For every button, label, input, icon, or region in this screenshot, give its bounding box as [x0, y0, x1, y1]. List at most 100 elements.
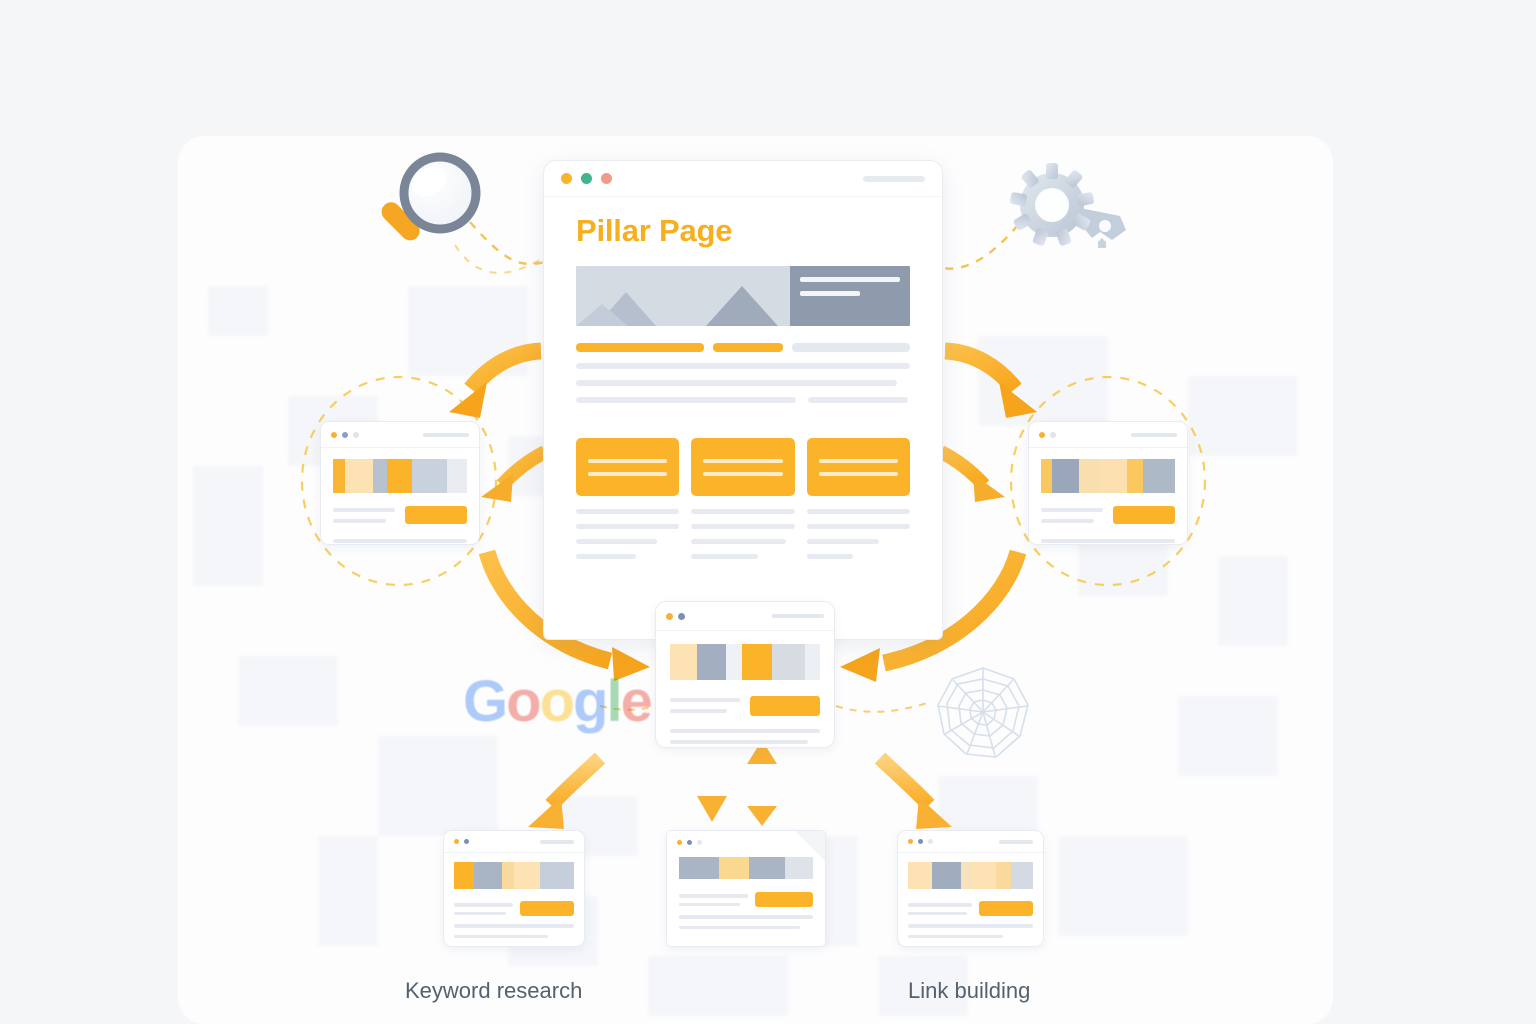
- thumb-block: [960, 862, 971, 889]
- card-headline-lines: [454, 901, 513, 915]
- keyword-highlight-row: [576, 343, 910, 352]
- card-line: [908, 903, 972, 907]
- window-dot-yellow[interactable]: [561, 173, 572, 184]
- card-cta-button[interactable]: [755, 892, 813, 907]
- thumb-block: [742, 644, 772, 680]
- cluster-page-right[interactable]: [1028, 421, 1188, 545]
- thumb-block: [454, 862, 475, 889]
- thumb-block: [725, 644, 742, 680]
- card-url-pill: [1131, 432, 1177, 437]
- bg-ghost-block: [238, 656, 338, 726]
- card-headline-row: [908, 901, 1033, 916]
- bg-ghost-block: [378, 736, 498, 836]
- card-body: [1029, 448, 1187, 544]
- thumb-block: [697, 644, 726, 680]
- thumb-block: [719, 857, 749, 879]
- feature-tile[interactable]: [576, 438, 680, 496]
- thumb-block: [386, 459, 413, 493]
- card-title-bar: [898, 831, 1043, 853]
- google-letter-o1: o: [506, 669, 541, 734]
- card-url-pill: [423, 432, 469, 437]
- thumb-block: [474, 862, 502, 889]
- card-cta-button[interactable]: [1113, 506, 1175, 524]
- bottom-card-content[interactable]: [666, 830, 826, 947]
- window-dot-gray: [353, 431, 359, 438]
- card-line: [454, 903, 513, 907]
- bottom-card-keyword-research[interactable]: [443, 830, 585, 947]
- thumb-block: [1142, 459, 1175, 493]
- card-thumb-strip: [670, 644, 820, 680]
- bg-ghost-block: [1188, 376, 1298, 456]
- google-logo: Google: [463, 668, 653, 735]
- card-line: [670, 698, 740, 702]
- card-headline-row: [1041, 506, 1175, 530]
- cluster-page-center[interactable]: [655, 601, 835, 748]
- window-dot-yellow: [1039, 431, 1045, 438]
- paragraph-line: [576, 380, 897, 386]
- card-line: [908, 911, 967, 915]
- card-line: [908, 934, 1003, 938]
- card-headline-row: [679, 892, 813, 907]
- window-dot-blue: [687, 839, 692, 845]
- bg-ghost-block: [408, 286, 528, 376]
- card-thumb-strip: [333, 459, 467, 493]
- card-title-bar: [321, 422, 479, 448]
- bottom-card-link-building[interactable]: [897, 830, 1044, 947]
- thumb-block: [1041, 459, 1052, 493]
- card-thumb-strip: [454, 862, 574, 889]
- cluster-page-left[interactable]: [320, 421, 480, 545]
- bg-ghost-block: [878, 956, 968, 1016]
- text-column: [806, 509, 910, 569]
- google-letter-o2: o: [539, 669, 575, 734]
- bg-ghost-block: [1178, 696, 1278, 776]
- thumb-block: [908, 862, 932, 889]
- keyword-bar-muted: [792, 343, 910, 352]
- thumb-block: [412, 459, 447, 493]
- card-headline-lines: [1041, 506, 1103, 530]
- card-cta-button[interactable]: [750, 696, 820, 716]
- thumb-block: [1078, 459, 1099, 493]
- thumb-block: [970, 862, 996, 889]
- window-dot-red[interactable]: [601, 173, 612, 184]
- card-headline-lines: [333, 506, 395, 530]
- card-cta-button[interactable]: [405, 506, 467, 524]
- feature-tile[interactable]: [806, 438, 910, 496]
- bg-ghost-block: [193, 466, 263, 586]
- window-dot-yellow: [677, 839, 682, 845]
- card-cta-button[interactable]: [520, 901, 574, 916]
- card-line: [908, 924, 1033, 928]
- label-keyword-research: Keyword research: [405, 978, 583, 1003]
- thumb-block: [373, 459, 387, 493]
- card-line: [333, 539, 467, 543]
- pillar-page-window[interactable]: Pillar Page: [543, 160, 943, 640]
- card-line: [679, 915, 813, 919]
- thumb-block: [772, 644, 805, 680]
- card-url-pill: [540, 839, 574, 844]
- card-line: [1041, 508, 1103, 512]
- feature-tile[interactable]: [691, 438, 795, 496]
- window-dot-green[interactable]: [581, 173, 592, 184]
- paragraph-line: [807, 397, 909, 403]
- thumb-block: [748, 857, 785, 879]
- google-letter-g: g: [573, 669, 608, 734]
- hero-mountain-right: [706, 286, 778, 326]
- hero-overlay-panel: [790, 266, 910, 326]
- address-bar-pill[interactable]: [863, 175, 925, 182]
- window-dot-yellow: [331, 431, 337, 438]
- thumb-block: [995, 862, 1011, 889]
- paragraph-line: [576, 363, 910, 369]
- window-dot-blue: [918, 839, 923, 844]
- thumb-block: [931, 862, 961, 889]
- text-column: [691, 509, 795, 569]
- card-cta-button[interactable]: [979, 901, 1033, 916]
- card-line: [679, 925, 800, 929]
- card-title-bar: [444, 831, 584, 853]
- card-line: [670, 729, 820, 733]
- thumb-block: [805, 644, 820, 680]
- bg-ghost-block: [978, 336, 1108, 426]
- window-dot-gray: [1050, 431, 1056, 438]
- thumb-block: [1126, 459, 1143, 493]
- bg-ghost-block: [648, 956, 788, 1016]
- thumb-block: [345, 459, 374, 493]
- thumb-block: [784, 857, 813, 879]
